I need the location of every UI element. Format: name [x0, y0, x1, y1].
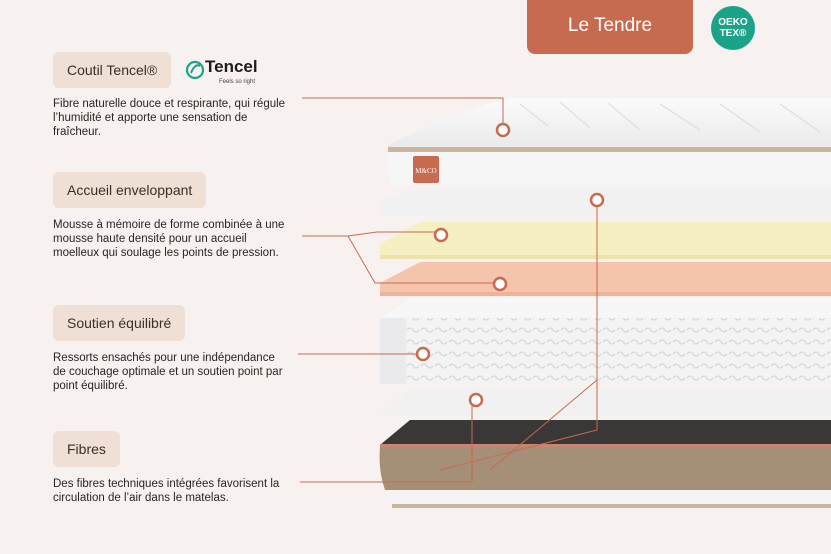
- product-title: Le Tendre: [567, 15, 653, 36]
- mattress-brand-label: [413, 156, 439, 183]
- hd-foam-layer: [380, 262, 831, 292]
- connector-accueil-hd: [347, 235, 500, 284]
- mattress-brand-label-text: M&CO: [415, 167, 436, 175]
- feature-label-text: Soutien équilibré: [67, 315, 172, 331]
- fibre-layer: [380, 388, 831, 416]
- oeko-badge-line1: OEKO: [718, 17, 748, 28]
- feature-label-text: Coutil Tencel®: [67, 62, 158, 78]
- connector-lines: [298, 97, 598, 483]
- tencel-leaf-icon: [185, 60, 205, 80]
- base-bottom-border: [385, 490, 831, 512]
- pocket-spring-top: [380, 298, 831, 318]
- feature-label-text: Accueil enveloppant: [67, 182, 193, 198]
- feature-label-text: Fibres: [67, 441, 106, 457]
- memory-foam-layer: [380, 222, 831, 255]
- hotspot-coutil[interactable]: [495, 122, 511, 138]
- product-title-tab: Le Tendre: [527, 0, 693, 54]
- top-cover-piping: [388, 147, 831, 152]
- tencel-logo: Tencel Feels so right: [185, 55, 265, 89]
- oeko-tex-badge: OEKO TEX®: [711, 6, 755, 50]
- hotspot-fibres[interactable]: [468, 392, 484, 408]
- hotspot-markers: [415, 122, 605, 408]
- feature-label-accueil: Accueil enveloppant: [53, 172, 207, 208]
- pocket-spring-core: [380, 318, 831, 384]
- feature-desc-coutil: Fibre naturelle douce et respirante, qui…: [53, 98, 286, 138]
- hotspot-side[interactable]: [589, 192, 605, 208]
- oeko-badge-line2: TEX®: [719, 28, 747, 39]
- feature-desc-accueil: Mousse à mémoire de forme combinée à une…: [53, 219, 285, 259]
- connector-side-line: [439, 200, 598, 471]
- connector-coutil: [302, 97, 504, 130]
- top-cover-side: [387, 152, 831, 185]
- feature-desc-soutien: Ressorts ensachés pour une indépendance …: [53, 352, 283, 392]
- top-cover-surface: [388, 98, 831, 150]
- feature-desc-fibres: Des fibres techniques intégrées favorise…: [53, 478, 280, 504]
- tencel-wordmark: Tencel: [205, 57, 258, 76]
- top-cover-quilting: [519, 101, 821, 133]
- feature-label-coutil: Coutil Tencel®: [53, 52, 172, 88]
- hotspot-memory-foam[interactable]: [433, 227, 449, 243]
- tencel-tagline: Feels so right: [219, 79, 256, 85]
- feature-label-soutien: Soutien équilibré: [53, 305, 186, 341]
- base-side-fabric: [379, 447, 831, 490]
- comfort-sheet-layer: [380, 188, 831, 215]
- feature-label-fibres: Fibres: [53, 431, 120, 467]
- connector-fibres: [300, 400, 473, 483]
- connector-diagonal: [489, 379, 598, 471]
- hotspot-springs[interactable]: [415, 346, 431, 362]
- connector-accueil-memory: [302, 231, 441, 237]
- hotspot-hd-foam[interactable]: [492, 276, 508, 292]
- base-top: [380, 420, 831, 445]
